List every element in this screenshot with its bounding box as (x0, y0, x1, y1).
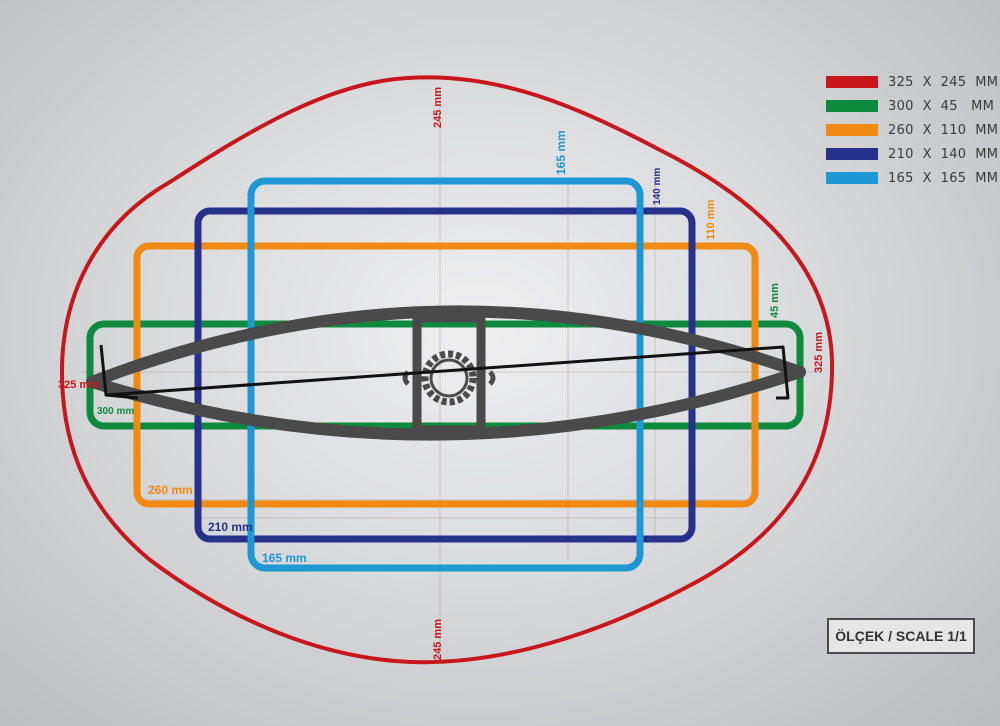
orange-width-label: 260 mm (148, 483, 193, 497)
green-width-label: 300 mm (97, 406, 134, 417)
red-height-top-label: 245 mm (432, 87, 444, 128)
red-envelope-outline (59, 75, 835, 665)
dimension-labels: 245 mm 245 mm 325 mm 325 mm 300 mm 45 mm… (58, 87, 825, 660)
legend-item: 300 X 45 MM (826, 94, 994, 118)
blue-height-top-label: 165 mm (554, 130, 568, 175)
legend-item: 260 X 110 MM (826, 118, 998, 142)
legend-item: 165 X 165 MM (826, 166, 998, 190)
part-upper-arc (86, 305, 806, 388)
legend-swatch (826, 124, 878, 136)
legend-item: 325 X 245 MM (826, 70, 998, 94)
blue-box-outline (247, 177, 644, 572)
legend-label: 325 X 245 MM (888, 74, 999, 90)
part-drawing (86, 305, 806, 441)
navy-height-label: 140 mm (652, 168, 663, 205)
orange-height-label: 110 mm (705, 199, 717, 240)
orange-box-outline (133, 242, 759, 508)
scale-badge: ÖLÇEK / SCALE 1/1 (827, 618, 975, 654)
part-wire-frame (99, 344, 790, 400)
legend-label: 165 X 165 MM (888, 170, 999, 186)
legend-swatch (826, 148, 878, 160)
legend-item: 210 X 140 MM (826, 142, 998, 166)
green-height-label: 45 mm (769, 283, 781, 318)
red-height-bottom-label: 245 mm (432, 619, 444, 660)
legend-label: 300 X 45 MM (888, 98, 995, 114)
legend-label: 210 X 140 MM (888, 146, 999, 162)
red-width-right-label: 325 mm (813, 332, 825, 373)
legend: 325 X 245 MM 300 X 45 MM 260 X 110 MM 210 X… (826, 70, 998, 190)
scale-label: ÖLÇEK / SCALE 1/1 (835, 628, 967, 644)
red-width-left-label: 325 mm (58, 379, 99, 391)
legend-swatch (826, 76, 878, 88)
navy-width-label: 210 mm (208, 520, 253, 534)
legend-swatch (826, 172, 878, 184)
legend-swatch (826, 100, 878, 112)
navy-box-outline (194, 207, 696, 543)
part-gear (421, 350, 477, 406)
blue-width-label: 165 mm (262, 551, 307, 565)
legend-label: 260 X 110 MM (888, 122, 999, 138)
